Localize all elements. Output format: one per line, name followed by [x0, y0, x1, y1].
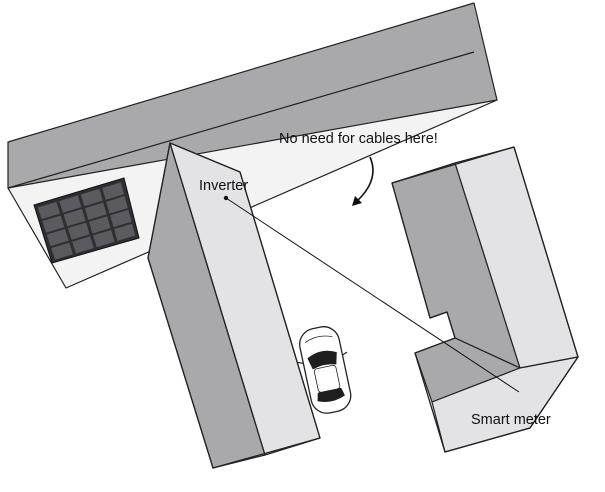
solar-cell — [51, 242, 73, 260]
solar-panel-cells — [37, 182, 136, 260]
solar-cell — [89, 216, 111, 234]
inverter-label: Inverter — [199, 178, 248, 194]
caption-label: No need for cables here! — [279, 131, 438, 147]
solar-cell — [46, 229, 69, 247]
solar-cell — [37, 201, 61, 220]
solar-cell — [59, 195, 82, 213]
right-building — [391, 146, 579, 453]
wing-outline — [147, 142, 321, 469]
car-left-mirror — [297, 361, 304, 364]
solar-cell — [72, 236, 94, 254]
solar-cell — [42, 215, 65, 233]
wing-building — [147, 142, 321, 469]
solar-cell — [93, 229, 115, 248]
main-roof-ridge — [7, 51, 475, 189]
car-roof — [313, 364, 341, 393]
solar-panel-icon — [33, 177, 140, 264]
solar-cell — [67, 222, 90, 240]
solar-cell — [80, 188, 103, 207]
right-building-outline — [391, 146, 579, 453]
car-right-mirror — [342, 351, 348, 356]
curved-arrow-head — [352, 196, 362, 206]
inverter-dot — [223, 195, 229, 201]
wing-roof-ridge — [169, 142, 266, 456]
main-roof-dark-face — [7, 2, 498, 189]
solar-cell — [102, 182, 124, 200]
curved-arrow-shaft — [355, 156, 374, 203]
connection-line — [225, 197, 520, 393]
solar-cell — [63, 209, 86, 227]
curved-arrow-icon — [352, 156, 374, 206]
solar-cell — [84, 202, 107, 220]
car-windshield — [307, 350, 337, 370]
solar-cell — [110, 209, 132, 228]
smart-meter-label: Smart meter — [471, 412, 551, 428]
solar-cell — [106, 196, 128, 214]
car-hood-line — [304, 335, 333, 343]
solar-cell — [114, 223, 136, 241]
car-icon — [297, 326, 352, 414]
